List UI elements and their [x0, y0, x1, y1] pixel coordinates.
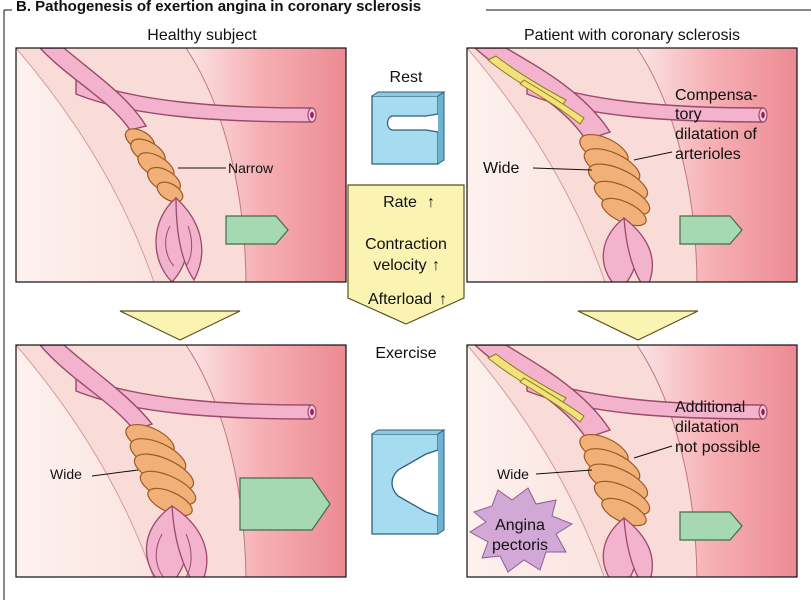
panel-patient-exercise: Wide Additional dilatation not possible … [467, 345, 797, 590]
rate-arrow: ↑ [427, 194, 435, 211]
label-additional-1: Additional [675, 399, 745, 416]
afterload-arrow: ↑ [439, 291, 447, 308]
panel-patient-rest: Wide Compensa- tory dilatation of arteri… [467, 48, 797, 290]
oxygen-demand-arrow-large [240, 478, 330, 530]
figure-title: B. Pathogenesis of exertion angina in co… [16, 0, 421, 15]
oxygen-supply-clamp-exercise [372, 434, 438, 534]
oxygen-demand-arrow-small [226, 216, 288, 244]
panel-healthy-rest: Narrow [16, 48, 346, 288]
label-contraction-2: velocity [373, 257, 426, 274]
panel-healthy-exercise: Wide [16, 345, 346, 590]
velocity-arrow: ↑ [432, 257, 440, 274]
label-exercise: Exercise [375, 345, 436, 362]
label-contraction-1: Contraction [365, 236, 447, 253]
label-narrow: Narrow [228, 160, 274, 176]
label-additional-3: not possible [675, 439, 760, 456]
oxygen-supply-clamp-rest [372, 96, 438, 164]
healthy-heading: Healthy subject [147, 27, 257, 44]
label-compensatory-3: dilatation of [675, 126, 757, 143]
label-angina-1: Angina [495, 517, 545, 534]
label-additional-2: dilatation [675, 419, 739, 436]
label-rate: Rate [383, 194, 417, 211]
label-compensatory-2: tory [675, 106, 702, 123]
label-wide-healthy-exercise: Wide [50, 466, 82, 482]
label-wide-patient-rest: Wide [483, 160, 520, 177]
transition-triangle-left [120, 311, 240, 340]
label-compensatory-4: arterioles [675, 146, 741, 163]
label-angina-2: pectoris [492, 537, 548, 554]
label-afterload: Afterload [368, 291, 432, 308]
label-compensatory-1: Compensa- [675, 87, 758, 104]
transition-triangle-right [578, 311, 698, 340]
patient-heading: Patient with coronary sclerosis [524, 27, 740, 44]
label-rest: Rest [390, 69, 423, 86]
label-wide-patient-exercise: Wide [497, 466, 529, 482]
